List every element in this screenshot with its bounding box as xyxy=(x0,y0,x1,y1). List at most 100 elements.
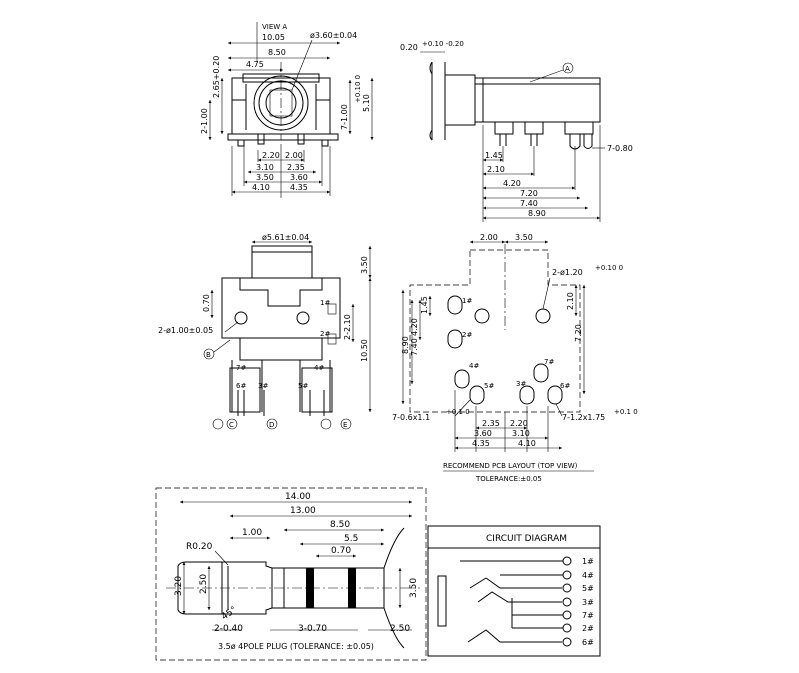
view-a-label: VIEW A xyxy=(262,23,287,31)
dim-dia-front: ø5.61±0.04 xyxy=(262,233,309,242)
contact-lines xyxy=(460,556,572,647)
pcb-dim-4-35: 4.35 xyxy=(472,439,490,448)
dim-holes-front: 2-ø1.00±0.05 xyxy=(158,326,213,335)
pcb-dim-7-40: 7.40 xyxy=(410,338,419,356)
pcb-tolerance: TOLERANCE:±0.05 xyxy=(475,475,542,483)
dim-3-60: 3.60 xyxy=(290,173,308,182)
dim-2-10: 2.10 xyxy=(487,165,505,174)
dim-5-10: 5.10 xyxy=(362,94,371,112)
plug-dim-1-00: 1.00 xyxy=(242,528,262,538)
plug-dim-14-00: 14.00 xyxy=(285,492,311,502)
dim-2-20: 2.20 xyxy=(262,151,280,160)
pcb-dim-2-10: 2.10 xyxy=(566,292,575,310)
pcb-pad-2: 2# xyxy=(462,331,472,339)
dim-3-50: 3.50 xyxy=(256,173,274,182)
dim-0-70: 0.70 xyxy=(202,294,211,312)
circuit-pin-5: 5# xyxy=(582,584,594,593)
dim-3-10: 3.10 xyxy=(256,163,274,172)
circuit-pin-4: 4# xyxy=(582,571,594,580)
pcb-pad-1: 1# xyxy=(462,297,472,305)
dim-2-35: 2.35 xyxy=(287,163,305,172)
plug-dim-5-5: 5.5 xyxy=(344,534,358,544)
circuit-pin-3: 3# xyxy=(582,598,594,607)
dim-2-2-10: 2-2.10 xyxy=(343,314,352,340)
pcb-pad-right-tol: +0.1 0 xyxy=(614,408,638,416)
dim-3-50-front: 3.50 xyxy=(360,256,369,274)
dim-7-0-80: 7-0.80 xyxy=(607,144,633,153)
dim-4-10: 4.10 xyxy=(252,183,270,192)
pcb-pad-4: 4# xyxy=(469,362,479,370)
dim-10-50: 10.50 xyxy=(360,339,369,362)
plug-dim-45deg: 45° xyxy=(220,605,239,622)
front-pin-3: 3# xyxy=(258,382,268,390)
dim-7-1-00: 7-1.00 xyxy=(340,104,349,130)
pcb-dim-holes-tol: +0.10 0 xyxy=(595,264,623,272)
plug-dim-3-0-70: 3-0.70 xyxy=(298,624,327,634)
plug-caption: 3.5ø 4POLE PLUG (TOLERANCE: ±0.05) xyxy=(218,642,374,651)
dim-1-45: 1.45 xyxy=(485,151,503,160)
circuit-title: CIRCUIT DIAGRAM xyxy=(486,534,567,544)
plug-dim-8-50: 8.50 xyxy=(330,520,350,530)
circuit-pin-1: 1# xyxy=(582,557,594,566)
dim-4-75: 4.75 xyxy=(246,60,264,69)
front-pin-1: 1# xyxy=(320,299,330,307)
pcb-pad-left-dim: 7-0.6x1.1 xyxy=(392,413,430,422)
dim-4-35: 4.35 xyxy=(290,183,308,192)
pcb-dim-4-10: 4.10 xyxy=(518,439,536,448)
pcb-pad-left-tol: +0.1 0 xyxy=(446,408,470,416)
pcb-pad-5: 5# xyxy=(484,382,494,390)
plug-dim-3-20: 3.20 xyxy=(174,576,184,596)
front-pin-6: 6# xyxy=(236,382,246,390)
top-view: VIEW A 10.05 8.50 4.75 ø3.60±0.04 2.65+0… xyxy=(200,22,374,198)
ref-a: A xyxy=(565,65,570,73)
pcb-dim-2-20: 2.20 xyxy=(510,419,528,428)
dim-2-00: 2.00 xyxy=(285,151,303,160)
pcb-dim-3-10: 3.10 xyxy=(512,429,530,438)
front-pin-5: 5# xyxy=(298,382,308,390)
plug-dim-3-50: 3.50 xyxy=(409,578,419,598)
front-pin-4: 4# xyxy=(314,364,324,372)
ref-e: E xyxy=(343,421,347,429)
plug-dim-13-00: 13.00 xyxy=(290,506,316,516)
pcb-dim-2-35: 2.35 xyxy=(482,419,500,428)
ref-d: D xyxy=(269,421,274,429)
pcb-dim-holes: 2-ø1.20 xyxy=(552,268,583,277)
plug-drawing: 14.00 13.00 1.00 8.50 5.5 0.70 R0.20 3.2… xyxy=(155,487,427,661)
plug-dim-r020: R0.20 xyxy=(186,542,213,552)
pcb-dim-8-90: 8.90 xyxy=(401,336,410,354)
dim-2-65: 2.65+0.20 xyxy=(212,56,221,98)
front-pin-7: 7# xyxy=(236,364,246,372)
pcb-dim-2-00: 2.00 xyxy=(480,233,498,242)
plug-dim-2-50: 2.50 xyxy=(199,574,209,594)
dim-7-1-00-tol: +0.10 0 xyxy=(354,75,362,103)
plug-dim-2-0-40: 2-0.40 xyxy=(214,624,243,634)
dim-10-05: 10.05 xyxy=(262,33,285,42)
circuit-pin-2: 2# xyxy=(582,624,594,633)
ref-b: B xyxy=(206,351,211,359)
dim-8-90: 8.90 xyxy=(528,209,546,218)
pcb-dim-3-60: 3.60 xyxy=(474,429,492,438)
dim-8-50: 8.50 xyxy=(268,48,286,57)
pcb-pad-7: 7# xyxy=(544,358,554,366)
dim-dia-hole: ø3.60±0.04 xyxy=(310,31,357,40)
pcb-dim-7-20: 7.20 xyxy=(574,324,583,342)
dim-2-1-00: 2-1.00 xyxy=(200,108,209,134)
pcb-title: RECOMMEND PCB LAYOUT (TOP VIEW) xyxy=(443,462,578,470)
dim-4-20: 4.20 xyxy=(503,179,521,188)
pcb-pad-6: 6# xyxy=(560,382,570,390)
dim-7-20: 7.20 xyxy=(520,189,538,198)
pcb-pad-right-dim: 7-1.2x1.75 xyxy=(562,413,605,422)
pcb-layout: 2.00 3.50 2-ø1.20 +0.10 0 1# 2# 4# 5# 3#… xyxy=(392,233,638,483)
pcb-dim-3-50: 3.50 xyxy=(515,233,533,242)
pcb-dim-4-20: 4.20 xyxy=(410,318,419,336)
ref-c: C xyxy=(229,421,234,429)
pcb-dim-1-45: 1.45 xyxy=(420,296,429,314)
front-pin-2: 2# xyxy=(320,330,330,338)
plug-dim-2-50-end: 2.50 xyxy=(390,624,410,634)
pcb-pad-3: 3# xyxy=(516,380,526,388)
side-view: 0.20 +0.10 -0.20 A 7-0.80 1.45 2.10 4.20 xyxy=(400,40,633,222)
plug-dim-0-70: 0.70 xyxy=(331,546,351,556)
dim-0-20-tol: +0.10 -0.20 xyxy=(422,40,464,48)
circuit-pin-6: 6# xyxy=(582,638,594,647)
